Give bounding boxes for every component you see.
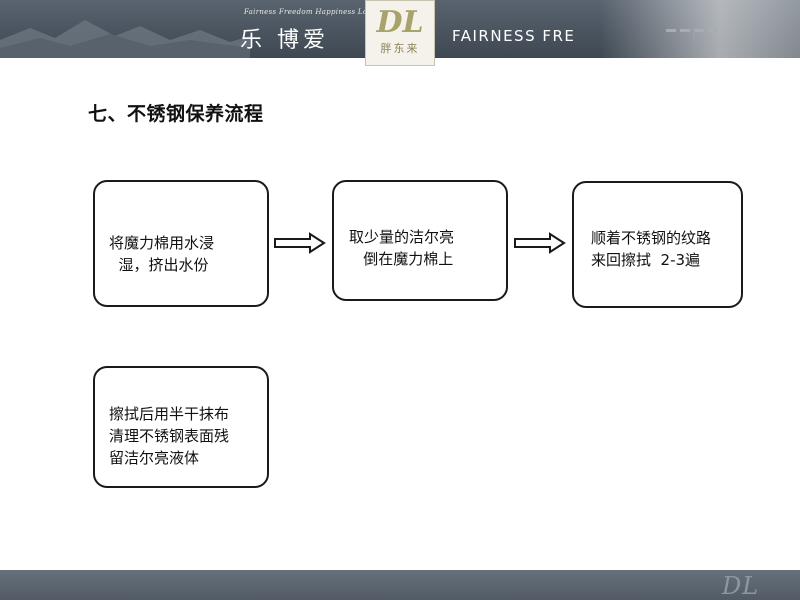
step-box-2: 取少量的洁尔亮 倒在魔力棉上	[332, 180, 508, 301]
mountains-graphic	[0, 20, 250, 58]
step-text-3: 顺着不锈钢的纹路 来回擦拭 2-3遍	[591, 229, 712, 269]
arrow-right-icon	[274, 232, 326, 254]
step-box-3: 顺着不锈钢的纹路 来回擦拭 2-3遍	[572, 181, 743, 308]
header-tagline: Fairness Freedom Happiness Love	[244, 8, 377, 16]
page-title: 七、不锈钢保养流程	[88, 103, 264, 125]
logo-mark: DL	[376, 5, 424, 40]
step-text-1: 将魔力棉用水浸 湿，挤出水份	[109, 234, 215, 274]
header-slogan: 乐 博爱	[240, 28, 329, 53]
step-text-4: 擦拭后用半干抹布 清理不锈钢表面残 留洁尔亮液体	[109, 405, 230, 467]
header-decor-line	[693, 30, 695, 38]
step-box-4: 擦拭后用半干抹布 清理不锈钢表面残 留洁尔亮液体	[93, 366, 269, 488]
arrow-right-icon	[514, 232, 566, 254]
header-decor-marks	[666, 17, 726, 32]
logo-name: 胖东来	[380, 42, 420, 55]
footer-logo-mark: DL	[722, 572, 760, 600]
footer-bar: DL	[0, 570, 800, 600]
step-box-1: 将魔力棉用水浸 湿，挤出水份	[93, 180, 269, 307]
brand-logo: DL 胖东来	[365, 0, 435, 66]
header-right-text: FAIRNESS FRE	[452, 27, 576, 45]
step-text-2: 取少量的洁尔亮 倒在魔力棉上	[349, 228, 455, 268]
